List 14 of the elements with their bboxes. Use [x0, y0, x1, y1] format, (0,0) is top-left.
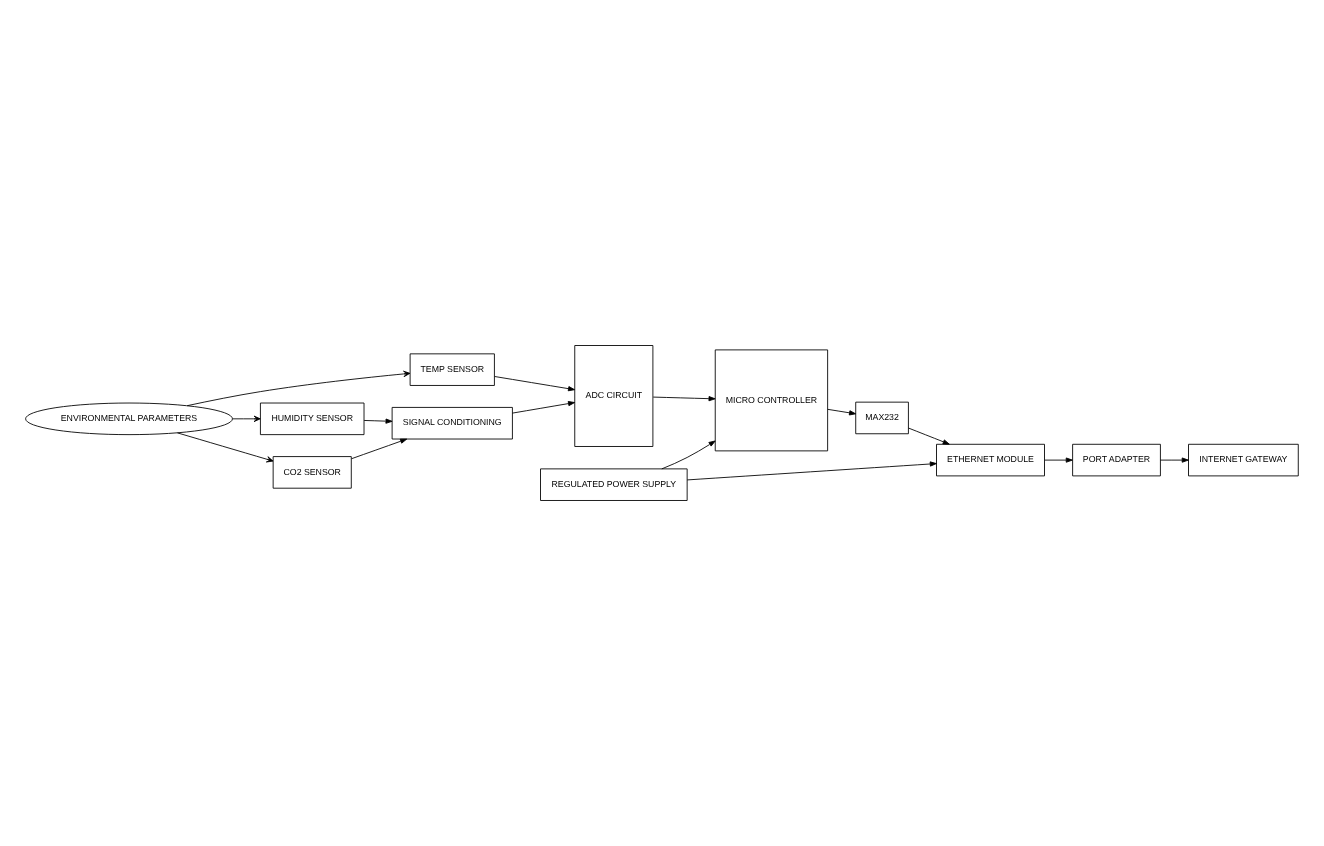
arrow: [511, 401, 576, 414]
arrow: [908, 427, 950, 445]
arrow: [1044, 457, 1073, 463]
arrow: [176, 432, 274, 463]
arrow: [686, 461, 937, 481]
arrow: [494, 376, 576, 392]
arrow: [827, 408, 857, 416]
arrow: [232, 415, 261, 423]
arrow: [652, 396, 716, 402]
arrow: [351, 438, 408, 460]
arrow: [363, 418, 393, 424]
arrow: [186, 370, 411, 407]
arrow: [661, 440, 716, 470]
arrow: [1160, 457, 1189, 463]
